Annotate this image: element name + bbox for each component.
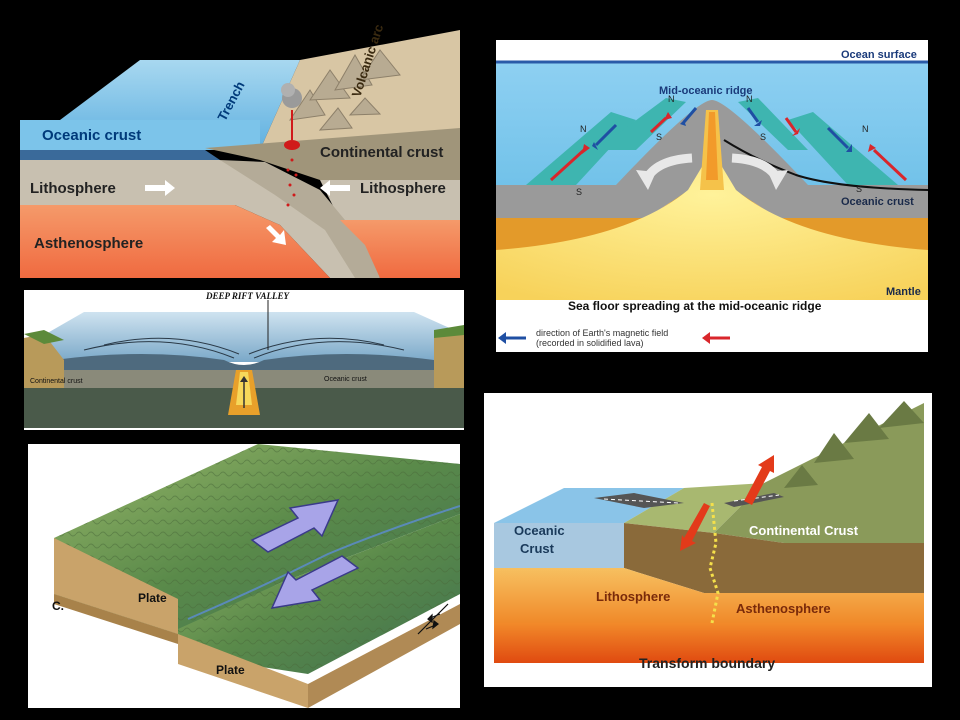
svg-text:N: N bbox=[580, 124, 587, 134]
magma-drops bbox=[286, 158, 298, 207]
mantle bbox=[496, 150, 928, 300]
label-oceanic-crust: Oceanic crust bbox=[841, 196, 914, 208]
svg-text:N: N bbox=[862, 124, 869, 134]
label-lithosphere-left: Lithosphere bbox=[30, 180, 116, 197]
rift-valley-diagram: DEEP RIFT VALLEY Continental crust Ocean… bbox=[24, 290, 464, 430]
label-asthenosphere: Asthenosphere bbox=[34, 235, 143, 252]
motion-arrow-bottom bbox=[270, 555, 360, 609]
continental-block-right bbox=[434, 330, 464, 400]
continental-crust-layer bbox=[205, 128, 460, 180]
ridge-caption: Sea floor spreading at the mid-oceanic r… bbox=[568, 299, 822, 313]
label-lithosphere-right: Lithosphere bbox=[360, 180, 446, 197]
svg-text:S: S bbox=[576, 187, 582, 197]
label-continental-crust: Continental Crust bbox=[749, 523, 859, 538]
svg-text:S: S bbox=[760, 132, 766, 142]
legend-text-line1: direction of Earth's magnetic field bbox=[536, 328, 668, 338]
fault-line bbox=[187, 505, 460, 620]
svg-text:S: S bbox=[656, 132, 662, 142]
motion-arrow-right bbox=[744, 455, 774, 505]
label-plate-bottom: Plate bbox=[216, 663, 245, 677]
label-mantle: Mantle bbox=[886, 286, 921, 298]
svg-text:N: N bbox=[746, 94, 753, 104]
continental-block-left bbox=[24, 334, 64, 400]
asthenosphere-right bbox=[340, 220, 460, 278]
oceanic-crust-layer bbox=[20, 150, 220, 160]
label-mid-oceanic-ridge: Mid-oceanic ridge bbox=[659, 85, 753, 97]
pole-letters: N N N N S S S S bbox=[576, 94, 869, 197]
transform-plates-diagram: Plate Plate C. bbox=[28, 444, 460, 708]
label-ocean-surface: Ocean surface bbox=[841, 49, 917, 61]
mid-ocean-ridge-diagram: N N N N S S S S Ocean surface Mid-oceani… bbox=[496, 40, 928, 352]
ocean-surface bbox=[44, 312, 454, 362]
subducting-slab bbox=[220, 160, 380, 278]
asthenosphere-left bbox=[20, 205, 330, 278]
magnetic-arrows bbox=[549, 107, 908, 182]
magnetic-stripes-right bbox=[738, 98, 898, 185]
plate-top-front bbox=[54, 538, 178, 634]
label-oceanic-line1: Oceanic bbox=[514, 523, 565, 538]
label-panel-letter: C. bbox=[52, 599, 64, 613]
motion-arrows bbox=[145, 180, 350, 245]
transform-boundary-caption: Transform boundary bbox=[639, 655, 775, 671]
crust-outline bbox=[723, 139, 928, 191]
label-plate-top: Plate bbox=[138, 591, 167, 605]
continent-surface bbox=[260, 30, 460, 150]
magnetic-stripes-left bbox=[526, 98, 686, 185]
motion-arrow-top bbox=[250, 499, 340, 553]
label-oceanic-line2: Crust bbox=[520, 541, 555, 556]
ridge-texture bbox=[83, 337, 405, 359]
svg-text:N: N bbox=[668, 94, 675, 104]
mountains bbox=[784, 401, 924, 488]
label-deep-rift-valley: DEEP RIFT VALLEY bbox=[205, 291, 291, 301]
label-oceanic-crust: Oceanic crust bbox=[324, 376, 367, 383]
plate-bottom-front bbox=[178, 634, 308, 708]
label-oceanic-crust: Oceanic crust bbox=[42, 127, 141, 144]
legend-text-line2: (recorded in solidified lava) bbox=[536, 338, 644, 348]
label-continental-crust: Continental crust bbox=[30, 378, 83, 385]
volcanic-mountains bbox=[288, 49, 401, 131]
asthenosphere-layer bbox=[494, 623, 924, 663]
svg-text:S: S bbox=[856, 184, 862, 194]
label-asthenosphere: Asthenosphere bbox=[736, 601, 831, 616]
lithosphere-right-layer bbox=[320, 180, 460, 220]
transform-boundary-diagram: Oceanic Crust Continental Crust Lithosph… bbox=[484, 393, 932, 687]
land-surface-left bbox=[624, 483, 764, 533]
magma-chamber bbox=[284, 140, 300, 150]
lithosphere-layer bbox=[494, 568, 924, 623]
fault-line bbox=[708, 502, 720, 624]
label-lithosphere: Lithosphere bbox=[596, 589, 670, 604]
label-continental-crust: Continental crust bbox=[320, 144, 443, 161]
subduction-diagram: Oceanic crust Trench Volcanic arc Contin… bbox=[20, 20, 470, 278]
offset-symbol bbox=[417, 603, 449, 635]
sea-floor-ridges bbox=[54, 354, 434, 370]
motion-arrow-left bbox=[680, 503, 710, 551]
continental-crust-block bbox=[624, 523, 924, 593]
ocean-water bbox=[20, 120, 260, 150]
oceanic-crust-block bbox=[494, 523, 624, 568]
